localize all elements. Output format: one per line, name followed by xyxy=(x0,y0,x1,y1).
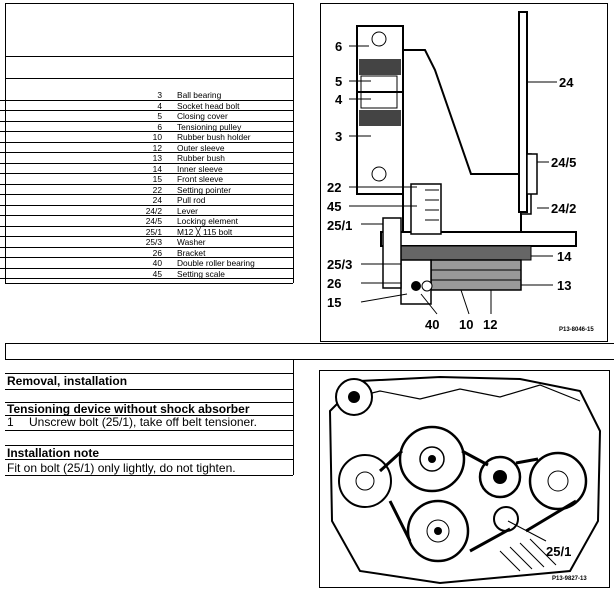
rule xyxy=(5,430,293,431)
callout-5: 5 xyxy=(335,74,342,89)
rule xyxy=(5,402,293,403)
rule xyxy=(5,373,293,374)
engine-front-drawing: 25/1 P13-9827-13 xyxy=(328,375,602,585)
step-text: Unscrew bolt (25/1), take off belt tensi… xyxy=(29,415,257,429)
callout-40: 40 xyxy=(425,317,439,332)
installation-note-text: Fit on bolt (25/1) only lightly, do not … xyxy=(7,461,236,475)
figure-code: P13-9827-13 xyxy=(552,576,587,582)
callout-15: 15 xyxy=(327,295,341,310)
rule xyxy=(5,389,293,390)
callout-12: 12 xyxy=(483,317,497,332)
figure-code: P13-8046-15 xyxy=(559,327,594,333)
callout-25-1: 25/1 xyxy=(546,544,571,559)
rule xyxy=(5,283,293,284)
rule xyxy=(5,3,6,283)
callout-3: 3 xyxy=(335,129,342,144)
callout-4: 4 xyxy=(335,92,343,107)
callout-6: 6 xyxy=(335,39,342,54)
installation-note-heading: Installation note xyxy=(7,446,100,460)
sub-heading: Tensioning device without shock absorber xyxy=(7,402,250,416)
rule xyxy=(293,359,294,475)
rule xyxy=(5,459,293,460)
tensioner-section-drawing: 6 5 4 3 24 24/5 24/2 22 45 25/1 14 25/3 … xyxy=(327,11,594,333)
rule xyxy=(5,343,614,344)
callout-26: 26 xyxy=(327,276,341,291)
callout-10: 10 xyxy=(459,317,473,332)
callout-45: 45 xyxy=(327,199,341,214)
engine-front-figure: 25/1 P13-9827-13 xyxy=(319,370,610,588)
callout-24-5: 24/5 xyxy=(551,155,576,170)
rule xyxy=(5,56,293,57)
callout-13: 13 xyxy=(557,278,571,293)
rule xyxy=(5,343,6,359)
rule xyxy=(5,3,293,4)
callout-24-2: 24/2 xyxy=(551,201,576,216)
callout-14: 14 xyxy=(557,249,572,264)
rule xyxy=(5,475,293,476)
tensioner-section-figure: 6 5 4 3 24 24/5 24/2 22 45 25/1 14 25/3 … xyxy=(320,3,608,342)
rule xyxy=(5,78,293,79)
callout-25-3: 25/3 xyxy=(327,257,352,272)
rule xyxy=(293,3,294,283)
section-heading: Removal, installation xyxy=(7,374,128,388)
rule xyxy=(5,445,293,446)
callout-25-1: 25/1 xyxy=(327,218,352,233)
rule xyxy=(5,359,614,360)
callout-22: 22 xyxy=(327,180,341,195)
callout-24: 24 xyxy=(559,75,574,90)
rule xyxy=(5,415,293,416)
step-number: 1 xyxy=(7,415,14,429)
